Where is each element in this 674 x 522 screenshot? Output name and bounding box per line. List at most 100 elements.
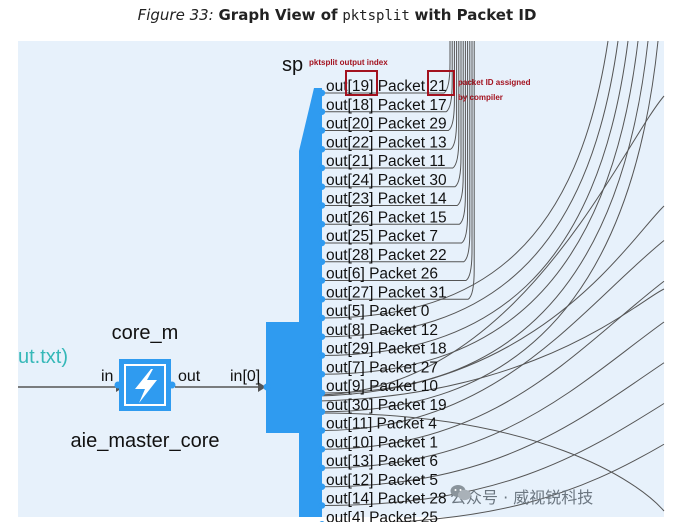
lightning-icon — [135, 369, 157, 403]
graph-view: ut.txt) core_m in out aie_master_core in… — [18, 40, 665, 522]
output-port-label: out[29] Packet 18 — [326, 341, 447, 358]
output-port[interactable] — [318, 183, 326, 190]
output-port[interactable] — [318, 164, 326, 172]
caption-text-after: with Packet ID — [414, 6, 537, 24]
output-port[interactable] — [318, 502, 326, 509]
output-edge — [322, 41, 451, 94]
output-edge — [322, 41, 453, 113]
output-port[interactable] — [318, 127, 326, 134]
output-edge — [317, 95, 665, 396]
output-port-label: out[26] Packet 15 — [326, 209, 447, 226]
figure-caption: Figure 33: Graph View of pktsplit with P… — [0, 6, 674, 24]
output-edge — [321, 40, 609, 319]
output-port[interactable] — [318, 427, 326, 434]
output-edge — [321, 40, 619, 338]
output-edge — [322, 41, 460, 169]
split-label: sp — [282, 54, 303, 76]
output-edge — [322, 41, 473, 281]
annotation-packet-line2: by compiler — [458, 93, 503, 102]
output-port-label: out[8] Packet 12 — [326, 322, 438, 339]
output-port[interactable] — [318, 408, 326, 415]
output-edge — [322, 41, 469, 244]
wechat-icon — [450, 485, 471, 501]
output-port[interactable] — [318, 483, 326, 490]
output-edge — [321, 403, 665, 506]
figure-number: Figure 33: — [137, 6, 214, 24]
core-out-port[interactable] — [168, 381, 176, 389]
output-port-label: out[22] Packet 13 — [326, 134, 447, 151]
output-port-label: out[14] Packet 28 — [326, 491, 447, 508]
annotation-packet-line1: packet ID assigned — [458, 78, 531, 87]
output-port[interactable] — [318, 314, 326, 322]
output-port[interactable] — [318, 89, 326, 97]
arrowhead-icon — [258, 382, 266, 392]
output-port-label: out[10] Packet 1 — [326, 434, 438, 451]
output-port[interactable] — [318, 446, 326, 453]
output-port[interactable] — [318, 296, 326, 303]
output-port[interactable] — [318, 464, 326, 472]
index-highlight-box — [345, 70, 378, 96]
output-port-label: out[7] Packet 27 — [326, 359, 438, 376]
watermark: 公众号 · 威视锐科技 — [450, 484, 593, 508]
output-port-label: out[6] Packet 26 — [326, 266, 438, 283]
output-port[interactable] — [318, 389, 326, 397]
output-edge — [321, 40, 649, 394]
split-input-label: in[0] — [230, 368, 260, 385]
output-edge — [321, 240, 665, 431]
annotation-index: pktsplit output index — [309, 58, 388, 67]
output-port[interactable] — [318, 258, 326, 265]
output-port[interactable] — [318, 108, 326, 115]
output-edge — [321, 40, 659, 413]
output-port-label: out[27] Packet 31 — [326, 284, 447, 301]
output-port-label: out[9] Packet 10 — [326, 378, 438, 395]
output-port-label: out[23] Packet 14 — [326, 191, 447, 208]
output-port-label: out[20] Packet 29 — [326, 116, 447, 133]
output-port-label: out[4] Packet 25 — [326, 509, 438, 522]
output-edge — [321, 362, 665, 488]
output-edge — [322, 41, 466, 225]
output-edge — [321, 40, 629, 356]
split-node[interactable] — [266, 88, 322, 517]
output-port-label: out[19] Packet 21 — [326, 78, 447, 95]
output-port[interactable] — [318, 277, 326, 284]
caption-code: pktsplit — [342, 8, 410, 24]
core-out-port-label: out — [178, 368, 201, 385]
split-in-port[interactable] — [263, 383, 271, 391]
output-edge — [389, 443, 665, 522]
core-label: core_m — [112, 322, 179, 344]
output-port-label: out[12] Packet 5 — [326, 472, 438, 489]
fanout-edges — [317, 40, 665, 522]
core-name-label: aie_master_core — [71, 430, 220, 452]
core-in-port-label: in — [101, 368, 113, 385]
output-port[interactable] — [318, 352, 326, 359]
watermark-text: 公众号 · 威视锐科技 — [450, 488, 594, 507]
output-edge — [317, 288, 665, 402]
output-port[interactable] — [318, 202, 326, 209]
packet-highlight-box — [427, 70, 455, 96]
input-file-label: ut.txt) — [18, 346, 68, 368]
output-port-label: out[13] Packet 6 — [326, 453, 438, 470]
output-port-label: out[24] Packet 30 — [326, 172, 447, 189]
output-port[interactable] — [318, 333, 326, 340]
output-port[interactable] — [318, 146, 326, 153]
output-edge — [322, 41, 464, 206]
core-in-port[interactable] — [114, 381, 122, 389]
output-edge — [317, 412, 665, 512]
output-edge — [321, 321, 665, 469]
output-port-label: out[11] Packet 4 — [326, 416, 437, 433]
output-edge — [322, 41, 462, 188]
output-edge — [322, 41, 455, 131]
output-edge — [317, 205, 665, 397]
output-port[interactable] — [318, 221, 326, 228]
output-port-label: out[21] Packet 11 — [326, 153, 446, 170]
output-edge — [322, 41, 458, 150]
split-output-ports: out[19] Packet 21 out[18] Packet 17 out[20… — [318, 78, 447, 522]
output-port-label: out[30] Packet 19 — [326, 397, 447, 414]
output-port-label: out[28] Packet 22 — [326, 247, 447, 264]
output-port[interactable] — [318, 371, 326, 378]
output-port[interactable] — [318, 239, 326, 247]
output-edge — [322, 41, 471, 263]
output-port-label: out[18] Packet 17 — [326, 97, 447, 114]
output-port-label: out[25] Packet 7 — [326, 228, 438, 245]
output-edge — [321, 280, 665, 450]
